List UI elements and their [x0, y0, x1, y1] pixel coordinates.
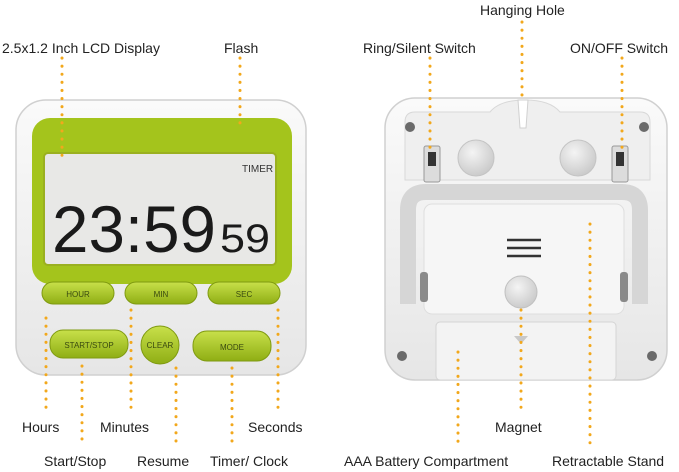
label-minutes: Minutes — [100, 419, 150, 435]
screw-icon — [397, 351, 407, 361]
label-seconds: Seconds — [248, 419, 303, 435]
start-stop-button-label: START/STOP — [64, 341, 113, 350]
label-magnet: Magnet — [495, 419, 542, 435]
screw-icon — [639, 122, 649, 132]
vent-slots — [507, 238, 541, 258]
label-aaa-battery: AAA Battery Compartment — [344, 453, 509, 469]
stand-clip-right — [620, 272, 628, 302]
label-hours: Hours — [22, 419, 60, 435]
lcd-digits-large: 23:59 — [52, 192, 216, 266]
label-flash: Flash — [224, 40, 259, 56]
back-timer — [384, 97, 668, 381]
leader-lines — [44, 20, 624, 446]
label-timer-clock: Timer/ Clock — [210, 453, 289, 469]
battery-compartment[interactable] — [435, 321, 617, 381]
start-stop-button[interactable]: START/STOP — [49, 329, 129, 359]
stand-clip-left — [420, 272, 428, 302]
clear-button[interactable]: CLEAR — [140, 325, 180, 365]
lcd-screen — [43, 152, 277, 266]
sec-button[interactable]: SEC — [207, 281, 281, 305]
label-resume: Resume — [137, 453, 190, 469]
screw-icon — [405, 122, 415, 132]
timer-badge: TIMER — [242, 164, 273, 175]
hanging-hole-slot — [517, 99, 529, 129]
screws — [397, 122, 657, 361]
ring-switch-knob — [428, 152, 436, 166]
retractable-stand[interactable] — [400, 184, 648, 304]
mode-button-label: MODE — [220, 343, 244, 352]
min-button-label: MIN — [154, 290, 169, 299]
label-lcd-display: 2.5x1.2 Inch LCD Display — [2, 40, 160, 56]
label-hanging-hole: Hanging Hole — [480, 2, 565, 18]
magnet — [504, 275, 538, 309]
front-timer: TIMER 23:59 59 HOUR MIN SEC START/STOP C… — [15, 99, 307, 376]
label-ring-silent-switch: Ring/Silent Switch — [363, 40, 476, 56]
hour-button[interactable]: HOUR — [41, 281, 115, 305]
lcd-digits-small: 59 — [220, 217, 270, 261]
mode-button[interactable]: MODE — [192, 330, 272, 362]
hour-button-label: HOUR — [66, 290, 90, 299]
label-start-stop: Start/Stop — [44, 453, 107, 469]
sec-button-label: SEC — [236, 290, 253, 299]
on-off-switch-knob — [616, 152, 624, 166]
min-button[interactable]: MIN — [124, 281, 198, 305]
screw-icon — [647, 351, 657, 361]
arrow-down-icon — [514, 336, 528, 344]
label-on-off-switch: ON/OFF Switch — [570, 40, 669, 56]
stand-inner-panel — [423, 203, 625, 315]
left-knob — [457, 139, 495, 177]
label-retractable-stand: Retractable Stand — [552, 453, 665, 469]
right-knob — [559, 139, 597, 177]
clear-button-label: CLEAR — [147, 341, 174, 350]
